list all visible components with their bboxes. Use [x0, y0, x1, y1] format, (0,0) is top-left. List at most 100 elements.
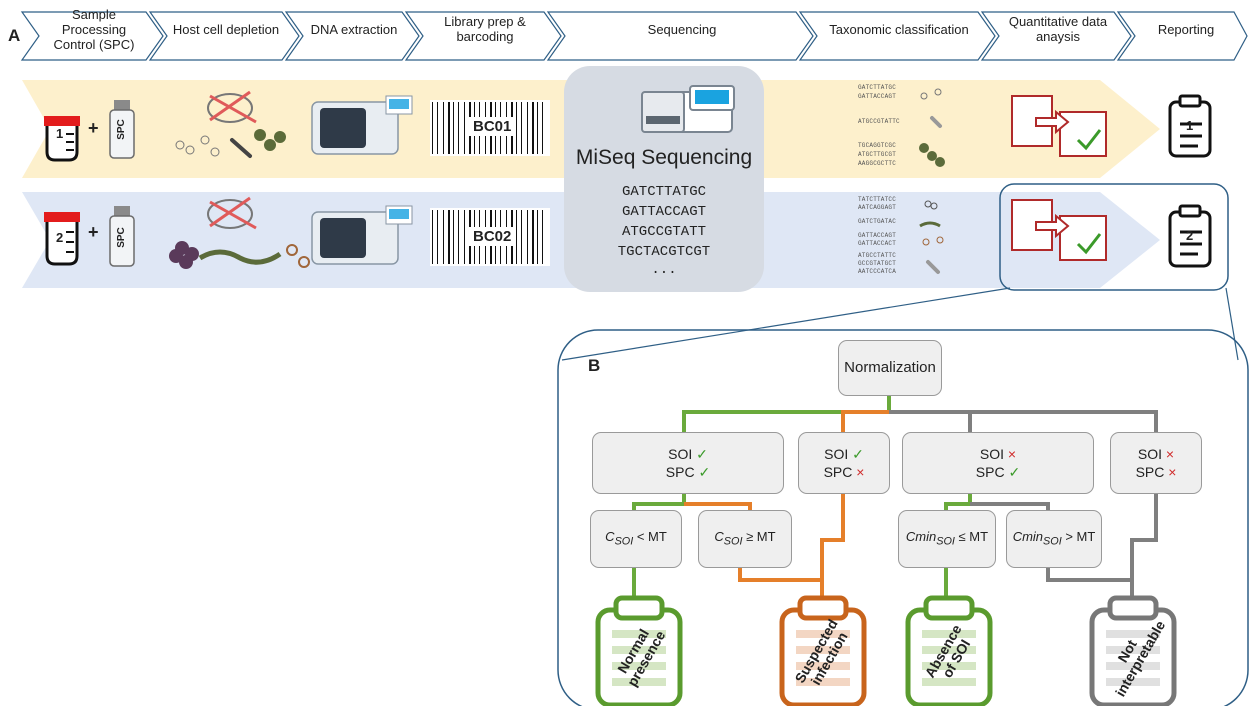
tax-seq-2-0: TATCTTATCC — [858, 196, 897, 203]
connector-orange-r2b — [820, 494, 845, 598]
sample-tube-2 — [44, 212, 80, 266]
condition-1-var: C — [605, 528, 615, 544]
sequencing-title: MiSeq Sequencing — [575, 146, 753, 169]
barcode-label-2: BC02 — [468, 227, 517, 246]
analysis-icon-1 — [1011, 95, 1107, 157]
barcode-stripe — [537, 102, 538, 154]
barcode-stripe — [448, 210, 450, 264]
result-clipboard-suspected — [779, 595, 867, 706]
report-clipboard-1 — [1168, 94, 1212, 158]
tax-seq-1-3: TGCAGGTCGC — [858, 142, 897, 149]
connector-gray-c4 — [970, 502, 1050, 512]
barcode-stripe — [443, 102, 444, 154]
zoom-highlight — [999, 183, 1229, 291]
barcode-stripe — [516, 210, 517, 264]
outcome-3-spc: SPC — [975, 464, 1005, 480]
chevron-library-prep — [404, 11, 562, 61]
chevron-quantitative — [980, 11, 1132, 61]
condition-3-var: Cmin — [905, 528, 937, 544]
sample-number-2: 2 — [56, 230, 64, 245]
tax-seq-1-2: ATGCCGTATTC — [858, 118, 900, 125]
outcome-1-soi: SOI — [668, 446, 693, 462]
taxa-icons-1 — [919, 88, 945, 167]
spc-label-1: SPC — [115, 119, 127, 140]
tax-seq-2-3: GATTACCAGT — [858, 232, 897, 239]
tax-seq-1-4: ATGCTTGCGT — [858, 151, 897, 158]
barcode-stripe — [527, 102, 528, 154]
result-clipboard-absence — [905, 595, 993, 706]
result-clipboard-not-interpretable — [1089, 595, 1177, 706]
barcode-stripe — [458, 210, 459, 264]
step-label-sequencing: Sequencing — [647, 21, 717, 37]
step-label-quantitative: Quantitative data anaysis — [1008, 14, 1108, 44]
step-label-library-prep: Library prep & barcoding — [444, 14, 526, 44]
barcode-stripe — [464, 210, 465, 264]
outcome-box-3: SOI × SPC ✓ — [902, 432, 1094, 494]
sample-number-1: 1 — [56, 126, 64, 141]
check-icon: ✓ — [696, 446, 708, 462]
result-clipboard-normal — [595, 595, 683, 706]
barcode-label-1: BC01 — [468, 117, 517, 136]
tax-seq-1-5: AAGGCGCTTC — [858, 160, 897, 167]
step-label-taxonomic: Taxonomic classification — [829, 21, 969, 37]
cross-icon: × — [1168, 464, 1177, 480]
seq-read-2: GATTACCAGT — [621, 204, 706, 220]
seq-read-3: ATGCCGTATT — [621, 224, 706, 240]
barcode-stripe — [516, 102, 517, 154]
spc-vial-2 — [109, 206, 135, 267]
outcome-box-4: SOI × SPC × — [1110, 432, 1202, 494]
extraction-instrument-1 — [311, 95, 413, 155]
tax-seq-1-0: GATCTTATGC — [858, 84, 897, 91]
report-clipboard-2 — [1168, 204, 1212, 268]
barcode-stripe — [537, 210, 538, 264]
tax-seq-2-6: GCCGTATGCT — [858, 260, 897, 267]
step-label-host-depletion: Host cell depletion — [172, 21, 280, 37]
connector-green-top — [682, 392, 891, 432]
barcode-stripe — [542, 210, 543, 264]
condition-3-rel: ≤ MT — [954, 528, 989, 544]
taxa-icons-2 — [919, 200, 944, 274]
connector-orange-top — [841, 410, 889, 432]
barcode-stripe — [432, 102, 433, 154]
condition-box-1: CSOI < MT — [590, 510, 682, 568]
connector-green-c1 — [632, 494, 686, 512]
connector-green-c3 — [944, 494, 972, 512]
panel-b-frame — [557, 329, 1249, 706]
chevron-taxonomic — [798, 11, 996, 61]
chevron-sequencing — [546, 11, 814, 61]
tax-seq-2-1: AATCAGGAGT — [858, 204, 897, 211]
condition-3-sub: SOI — [936, 535, 955, 548]
zoom-line-right — [1225, 287, 1239, 361]
condition-box-2: CSOI ≥ MT — [698, 510, 792, 568]
analysis-icon-2 — [1011, 199, 1107, 261]
report-number-1: 1 — [1186, 118, 1194, 133]
report-number-2: 2 — [1186, 228, 1194, 243]
extraction-instrument-2 — [311, 205, 413, 265]
barcode-stripe — [458, 102, 459, 154]
step-label-dna-extraction: DNA extraction — [310, 21, 398, 37]
check-icon: ✓ — [1008, 464, 1021, 480]
seq-read-ellipsis: ... — [651, 262, 677, 278]
spc-label-2: SPC — [115, 227, 127, 248]
outcome-1-spc: SPC — [665, 464, 695, 480]
step-label-reporting: Reporting — [1157, 21, 1215, 37]
barcode-stripe — [437, 102, 438, 154]
cross-icon: × — [1007, 446, 1017, 462]
chevron-spc — [20, 11, 164, 61]
step-label-spc: Sample Processing Control (SPC) — [53, 6, 135, 52]
condition-2-sub: SOI — [723, 535, 743, 548]
connector-gray-top — [889, 410, 1158, 432]
condition-4-var: Cmin — [1012, 528, 1044, 544]
barcode-stripe — [521, 210, 522, 264]
barcode-stripe — [437, 210, 438, 264]
sequencer-icon — [641, 85, 735, 133]
microbes-icon-2 — [169, 196, 310, 269]
barcode-stripe — [521, 102, 522, 154]
normalization-box: Normalization — [838, 340, 942, 396]
tax-seq-2-5: ATGCCTATTC — [858, 252, 897, 259]
barcode-stripe — [453, 102, 454, 154]
cross-icon: × — [1165, 446, 1175, 462]
condition-1-rel: < MT — [633, 528, 667, 544]
condition-1-sub: SOI — [614, 535, 634, 548]
